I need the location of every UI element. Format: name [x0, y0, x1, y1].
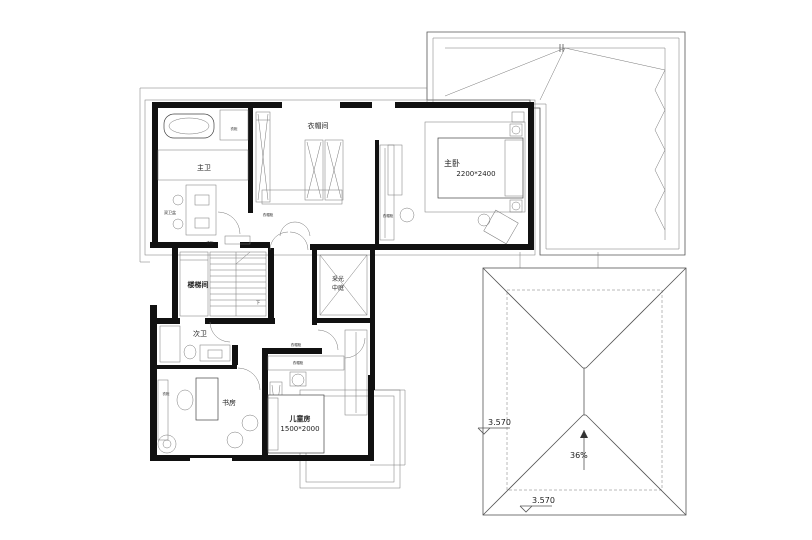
staircase	[179, 251, 267, 317]
elevation-markers: 3.570 3.570 36%	[477, 418, 588, 513]
label-closet-e: 衣帽柜	[293, 360, 304, 365]
elevation-marker-1: 3.570	[477, 418, 511, 435]
hip-roof	[482, 252, 687, 516]
label-stair-mark: 下	[256, 300, 260, 305]
label-second-bath: 次卫	[193, 329, 207, 338]
label-child-room: 儿童房	[289, 414, 311, 423]
skylight-void	[319, 254, 368, 316]
elevation-marker-2: 3.570	[519, 496, 555, 513]
label-skylight: 采光	[332, 275, 344, 283]
label-closet-b: 衣柜	[207, 240, 214, 245]
label-closet-c: 衣帽柜	[263, 212, 274, 217]
plant	[157, 434, 177, 454]
label-master-bed-size: 2200*2400	[456, 170, 495, 178]
study-desk	[195, 377, 219, 421]
label-closet-f: 衣帽柜	[291, 342, 302, 347]
room-labels: 衣帽间 主卧 2200*2400 主卫 双卫盆 楼梯间 采光 中庭 次卫 书房 …	[163, 121, 496, 433]
label-master-bedroom: 主卧	[444, 158, 460, 168]
label-double-basin: 双卫盆	[164, 209, 176, 215]
master-bed	[437, 137, 524, 199]
label-closet-d: 衣帽柜	[383, 213, 394, 218]
bathtub	[163, 113, 215, 139]
elevation-label-2: 3.570	[532, 496, 555, 505]
label-child-bed-size: 1500*2000	[280, 425, 319, 433]
label-master-bath: 主卫	[197, 163, 211, 172]
slope-label: 36%	[570, 451, 588, 460]
label-stair: 楼梯间	[188, 280, 209, 289]
label-closet-a: 衣柜	[231, 126, 238, 131]
child-bed	[267, 394, 325, 454]
furniture	[157, 109, 526, 454]
elevation-label-1: 3.570	[488, 418, 511, 427]
walls	[150, 102, 534, 461]
label-cloakroom: 衣帽间	[308, 121, 329, 130]
label-study: 书房	[222, 398, 236, 407]
label-closet-g: 衣柜	[163, 391, 170, 396]
label-skylight-sub: 中庭	[332, 284, 344, 292]
